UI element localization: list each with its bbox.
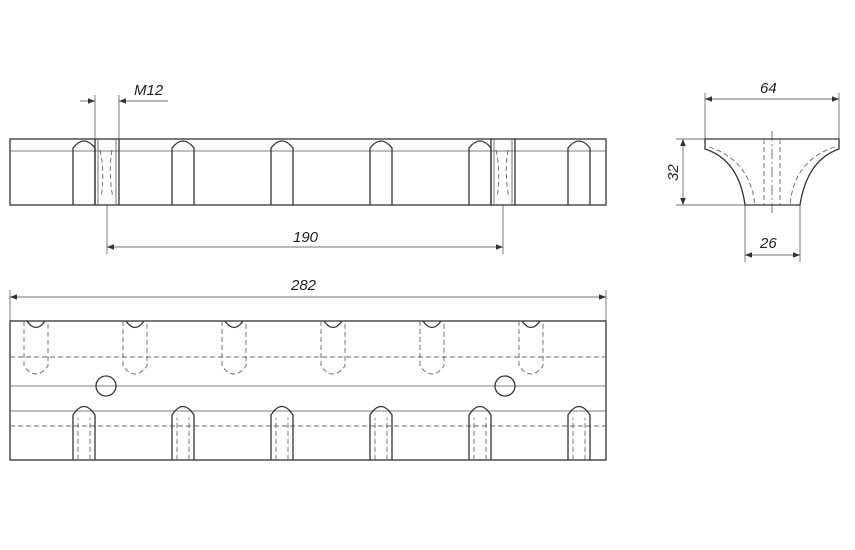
hole-spacing-dimension: 190	[106, 205, 504, 254]
front-slot	[567, 140, 591, 205]
plan-top-slot-notch	[323, 320, 343, 329]
front-slot	[270, 140, 294, 205]
plan-view	[9, 320, 607, 461]
profile-height-dimension: 32	[665, 138, 745, 206]
thread-hidden-curve	[505, 149, 510, 199]
profile-hidden-curve-left	[708, 146, 756, 206]
plan-top-slot-hidden	[518, 321, 544, 375]
plan-top-slot-notch	[224, 320, 244, 329]
thread-hidden-curve	[99, 149, 104, 199]
front-view	[9, 138, 607, 206]
plan-view-outline	[9, 320, 607, 461]
plan-top-slot-hidden	[320, 321, 346, 375]
plan-top-slot-hidden	[419, 321, 445, 375]
plan-top-slot-notch	[125, 320, 145, 329]
plan-bottom-slot	[567, 405, 591, 460]
thread-dimension: M12	[80, 82, 168, 140]
plan-top-slot-hidden	[122, 321, 148, 375]
plan-view-top-slots	[23, 320, 544, 375]
plan-bottom-slot	[468, 405, 492, 460]
plan-top-slot-notch	[521, 320, 541, 329]
plan-bottom-slot	[270, 405, 294, 460]
profile-height-label: 32	[665, 164, 682, 181]
plan-top-slot-hidden	[221, 321, 247, 375]
side-profile-view	[704, 131, 840, 213]
front-view-slots	[72, 140, 591, 205]
plan-bottom-slot	[369, 405, 393, 460]
thread-hidden-curve	[109, 149, 114, 199]
plan-top-slot-notch	[422, 320, 442, 329]
plan-view-mounting-hole-right	[494, 375, 516, 397]
plan-view-mounting-hole-left	[95, 375, 117, 397]
base-width-label: 26	[759, 235, 777, 252]
plan-bottom-slot	[72, 405, 96, 460]
profile-width-dimension: 64	[704, 80, 840, 139]
profile-hidden-curve-right	[789, 146, 836, 206]
plan-view-bottom-slots	[72, 405, 591, 460]
front-view-threaded-holes	[94, 139, 516, 205]
front-view-outline	[9, 138, 607, 206]
profile-width-label: 64	[760, 80, 777, 97]
plan-bottom-slot	[171, 405, 195, 460]
thread-size-label: M12	[134, 82, 164, 99]
plan-top-slot-notch	[26, 320, 46, 329]
base-width-dimension: 26	[744, 205, 801, 262]
front-slot	[171, 140, 195, 205]
total-length-dimension: 282	[9, 277, 607, 321]
plan-top-slot-hidden	[23, 321, 49, 375]
thread-hidden-curve	[495, 149, 500, 199]
front-slot	[369, 140, 393, 205]
hole-spacing-label: 190	[293, 229, 319, 246]
total-length-label: 282	[290, 277, 317, 294]
